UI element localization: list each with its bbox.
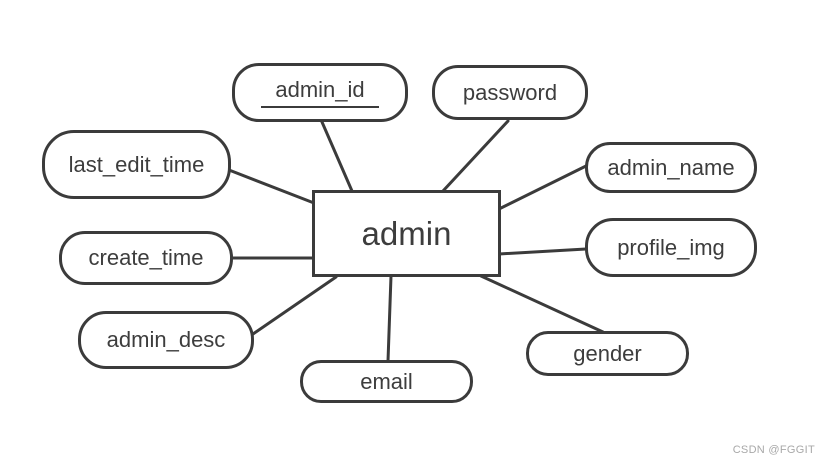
entity-admin-label: admin: [361, 214, 452, 252]
attribute-admin-name-label: admin_name: [607, 154, 735, 180]
edge-password: [441, 119, 510, 193]
edge-gender: [479, 274, 605, 334]
attribute-admin-id: admin_id: [232, 63, 408, 122]
edge-admin-desc: [251, 275, 338, 336]
edge-admin-id: [320, 120, 354, 193]
csdn-watermark: CSDN @FGGIT: [732, 444, 815, 456]
attribute-gender-label: gender: [573, 340, 642, 366]
attribute-password-label: password: [462, 79, 558, 105]
entity-admin: admin: [312, 190, 501, 277]
attribute-profile-img: profile_img: [585, 218, 757, 277]
attribute-create-time: create_time: [59, 231, 233, 285]
edge-profile-img: [497, 247, 588, 256]
attribute-admin-id-label: admin_id: [261, 77, 379, 108]
attribute-admin-name: admin_name: [585, 142, 757, 193]
attribute-password: password: [432, 65, 588, 120]
edge-admin-name: [497, 164, 588, 211]
attribute-last-edit-time: last_edit_time: [42, 130, 231, 199]
edge-email: [386, 274, 393, 363]
attribute-email: email: [300, 360, 473, 403]
edge-last-edit-time: [227, 168, 316, 205]
attribute-admin-desc-label: admin_desc: [106, 327, 226, 352]
attribute-last-edit-time-label: last_edit_time: [68, 151, 205, 177]
attribute-profile-img-label: profile_img: [617, 234, 725, 260]
attribute-create-time-label: create_time: [88, 245, 204, 270]
attribute-admin-desc: admin_desc: [78, 311, 254, 369]
attribute-gender: gender: [526, 331, 689, 376]
attribute-email-label: email: [360, 368, 413, 394]
